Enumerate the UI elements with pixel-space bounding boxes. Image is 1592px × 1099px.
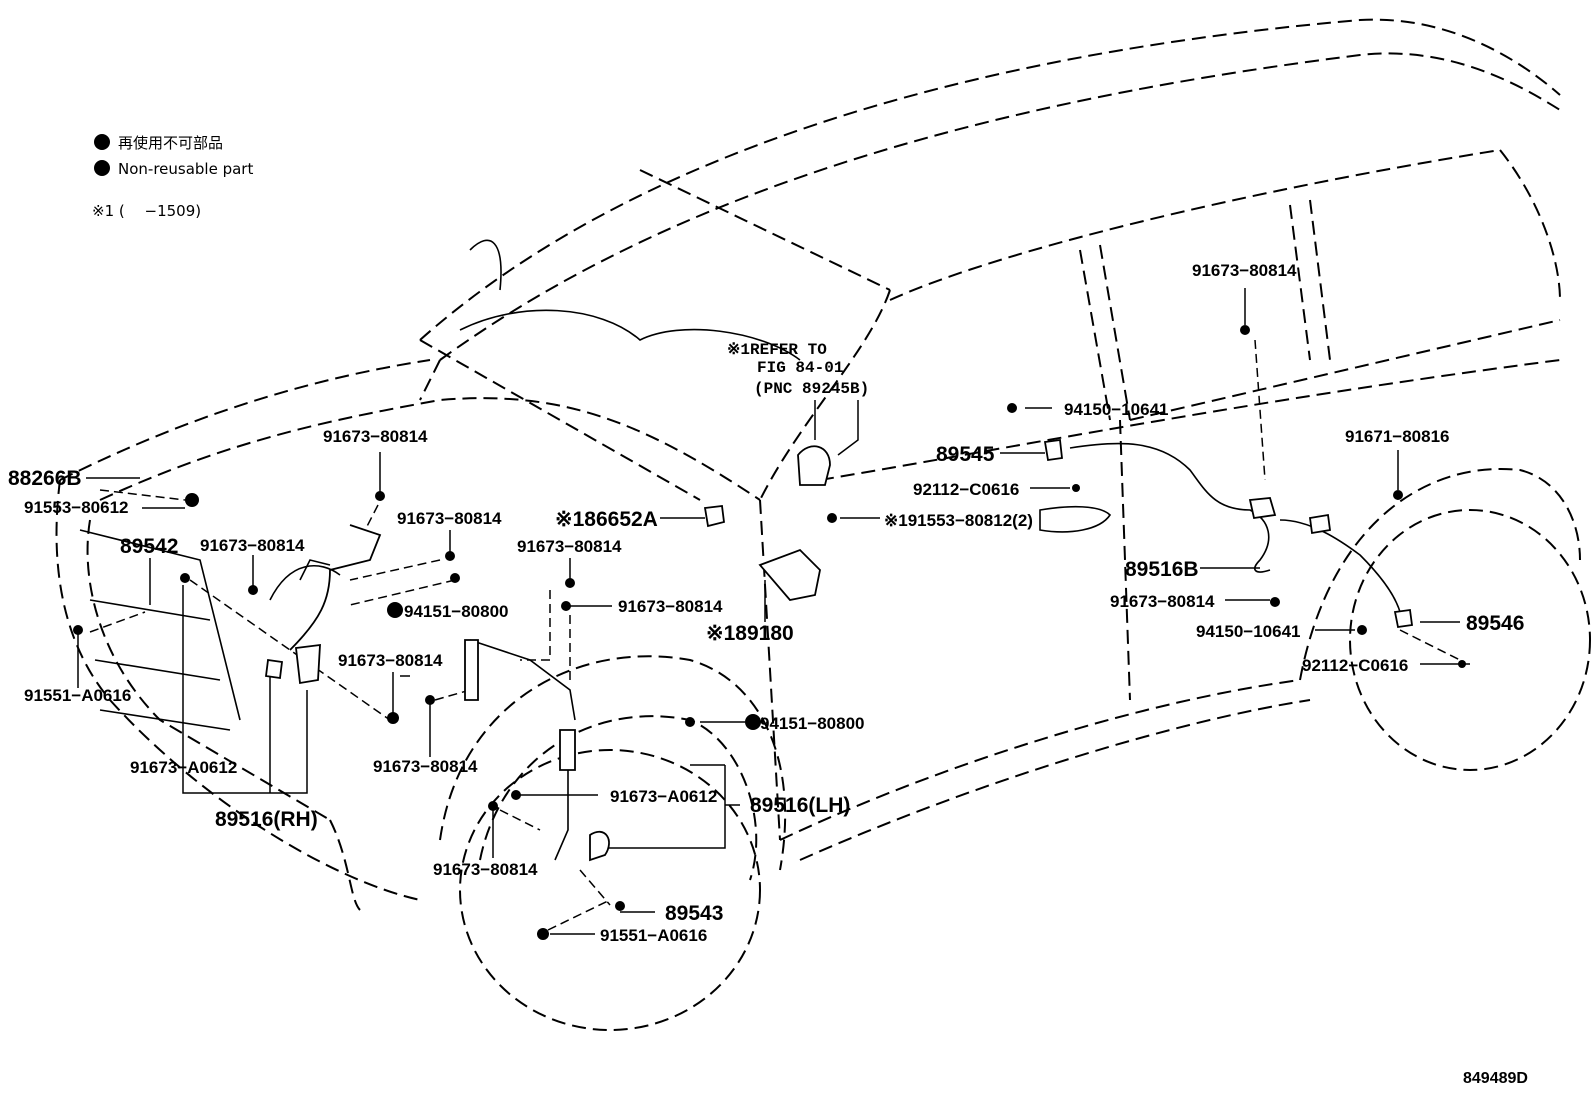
non-reusable-bullet-icon [387,602,403,618]
label-89180: ※189180 [706,622,794,645]
part-labels: 88266B 91553−80612 89542 91551−A0616 916… [8,261,1528,1087]
diagram-code: 849489D [1463,1070,1528,1087]
bolt-icon [375,491,385,501]
label-91673-80814-b: 91673−80814 [397,509,502,528]
bolt-icon [1393,490,1403,500]
legend: 再使用不可部品 Non-reusable part ※1 ( −1509) [92,134,253,220]
refer-part-icon [797,445,831,486]
front-rh-harness [289,524,382,651]
label-89545: 89545 [936,443,995,466]
legend-note: ※1 ( −1509) [92,202,201,220]
label-92112-C0616-a: 92112−C0616 [913,480,1019,499]
label-91673-80814-f: 91673−80814 [517,537,622,556]
label-91673-80814-rear: 91673−80814 [1110,592,1215,611]
bolt-icon [488,801,498,811]
bolt-icon [1458,660,1466,668]
bolt-icon [185,493,199,507]
label-86652A: ※186652A [555,508,658,531]
non-reusable-bullet-icon [94,134,110,150]
bolt-icon [180,573,190,583]
bolt-icon [537,928,549,940]
label-89542: 89542 [120,535,178,558]
label-91673-80814-top: 91673−80814 [1192,261,1297,280]
label-89546: 89546 [1466,612,1524,635]
label-91673-80814-d: 91673−80814 [338,651,443,670]
bolt-icon [445,551,455,561]
label-92112-C0616-b: 92112−C0616 [1302,656,1408,675]
refer-callout: ※1REFER TO FIG 84-01 (PNC 89245B) [727,341,869,486]
bolt-icon [425,695,435,705]
non-reusable-bullet-icon [94,160,110,176]
label-94151-80800-b: 94151−80800 [760,714,864,733]
label-91673-80814-e: 91673−80814 [373,757,478,776]
label-91551-A0616-front: 91551−A0616 [600,926,707,945]
label-91673-80814-a: 91673−80814 [323,427,428,446]
label-89516B: 89516B [1125,558,1199,581]
bolt-icon [387,712,399,724]
label-94150-10641-b: 94150−10641 [1196,622,1300,641]
refer-line3: (PNC 89245B) [754,380,869,398]
leader-lines [77,288,1470,935]
label-94150-10641-a: 94150−10641 [1064,400,1168,419]
bolt-icon [450,573,460,583]
label-91551-A0616-left: 91551−A0616 [24,686,131,705]
vehicle-outline [55,18,1591,1031]
label-94151-80800-a: 94151−80800 [404,602,508,621]
label-91673-80814-g: 91673−80814 [618,597,723,616]
bolt-icon [1270,597,1280,607]
label-89516-rh: 89516(RH) [215,808,318,831]
label-91553-80612: 91553−80612 [24,498,128,517]
label-91673-A0612-lh: 91673−A0612 [610,787,717,806]
label-91673-A0612-rh: 91673−A0612 [130,758,237,777]
refer-line1: ※1REFER TO [727,341,827,359]
label-91671-80816: 91671−80816 [1345,427,1449,446]
harness-shapes [264,442,1414,862]
bolt-icon [1072,484,1080,492]
bolt-icon [73,625,83,635]
label-91673-80814-c: 91673−80814 [200,536,305,555]
legend-en-label: Non-reusable part [118,160,253,178]
legend-jp-label: 再使用不可部品 [118,134,223,152]
fasteners [73,325,1466,940]
label-88266B: 88266B [8,467,82,490]
bolt-icon [561,601,571,611]
bolt-icon [511,790,521,800]
label-89543: 89543 [665,902,723,925]
label-89516-lh: 89516(LH) [750,794,850,817]
non-reusable-bullet-icon [745,714,761,730]
bolt-icon [1240,325,1250,335]
label-91673-80814-h: 91673−80814 [433,860,538,879]
bolt-icon [248,585,258,595]
bolt-icon [615,901,625,911]
bolt-icon [565,578,575,588]
refer-line2: FIG 84-01 [757,359,843,377]
label-91553-80812: ※191553−80812(2) [884,511,1033,530]
